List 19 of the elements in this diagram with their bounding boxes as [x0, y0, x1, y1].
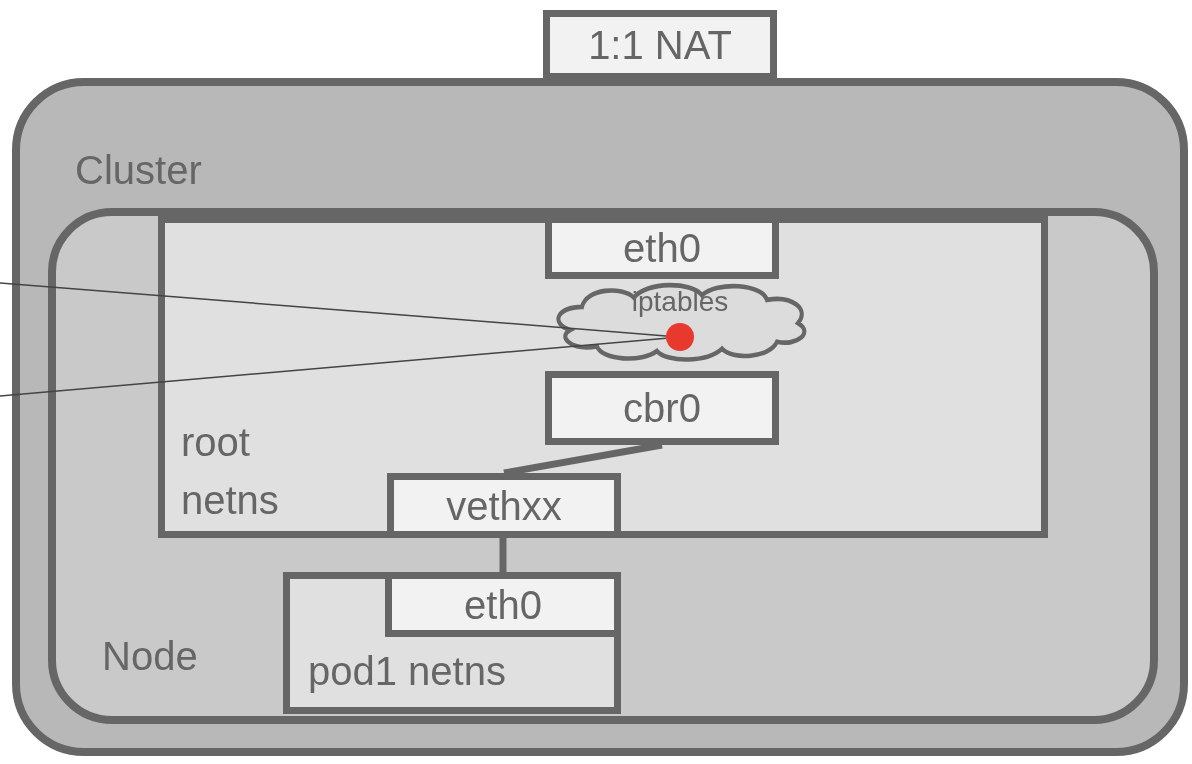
node-label: Cluster: [75, 148, 202, 192]
connector-line: [499, 538, 507, 572]
node-container: [48, 208, 1158, 724]
namespace-box: [283, 572, 621, 714]
nat-box: [543, 10, 777, 80]
node-label: 1:1 NAT: [587, 23, 733, 67]
bridge-box: [545, 371, 779, 445]
cluster-container: [12, 78, 1188, 756]
node-label: pod1 netns: [308, 649, 506, 693]
leader-line: [0, 337, 667, 397]
node-label: iptables: [630, 287, 730, 318]
node-label: Node: [102, 634, 198, 678]
namespace-box: [158, 216, 1048, 538]
leader-line: [0, 282, 667, 337]
node-label: cbr0: [622, 386, 702, 430]
node-label: eth0: [463, 582, 543, 627]
node-label: root netns: [181, 419, 280, 524]
node-label: vethxx: [445, 483, 563, 528]
node-label: eth0: [622, 225, 702, 270]
